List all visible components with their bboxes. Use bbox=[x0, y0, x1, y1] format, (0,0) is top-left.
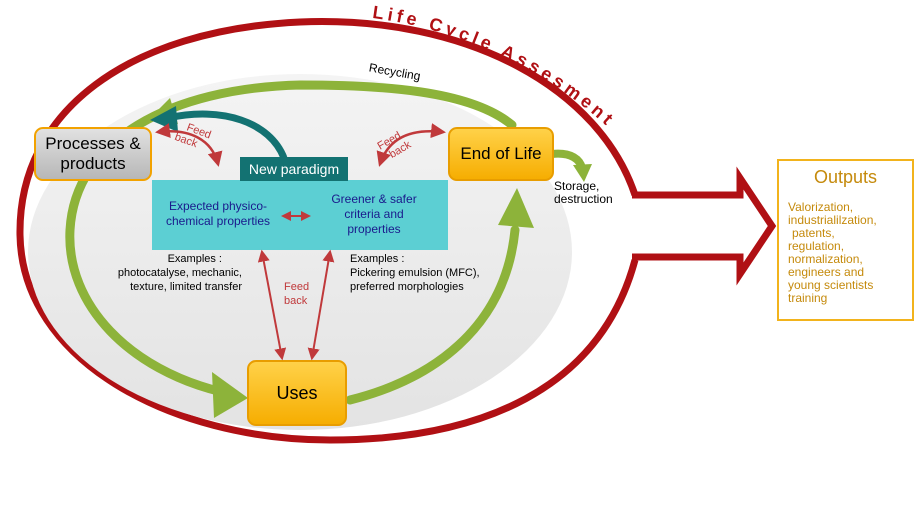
examples-left-line1: photocatalyse, mechanic, bbox=[117, 267, 242, 279]
green-cycle-right bbox=[345, 225, 520, 405]
outputs-item: industrialilzation, bbox=[788, 213, 877, 227]
feedback-arrow-left bbox=[155, 123, 223, 167]
outputs-box: Outputs Valorization, industrialilzation… bbox=[777, 159, 914, 321]
outputs-item: patents, bbox=[792, 226, 835, 240]
outputs-title: Outputs bbox=[813, 167, 878, 187]
outputs-item: Valorization, bbox=[788, 200, 854, 214]
feedback-arrow-down-right bbox=[307, 249, 335, 361]
outputs-item: training bbox=[788, 291, 828, 305]
expected-properties-label: Expected physico-chemical properties bbox=[165, 199, 271, 228]
examples-right-line1: Pickering emulsion (MFC), bbox=[350, 267, 480, 279]
processes-label: Processes & products bbox=[45, 134, 141, 173]
examples-right: Examples : Pickering emulsion (MFC), pre… bbox=[350, 252, 520, 294]
green-arrowhead-endoflife bbox=[498, 188, 534, 228]
uses-label: Uses bbox=[276, 382, 318, 403]
processes-box bbox=[34, 127, 152, 181]
new-paradigm-label: New paradigm bbox=[248, 161, 340, 177]
outputs-item: normalization, bbox=[788, 252, 863, 266]
feedback-center-line2: back bbox=[284, 295, 308, 307]
feedback-arrow-right bbox=[376, 123, 446, 167]
new-paradigm-box bbox=[240, 157, 348, 181]
examples-left-line2: texture, limited transfer bbox=[130, 281, 242, 293]
examples-left: Examples : photocatalyse, mechanic, text… bbox=[92, 252, 242, 294]
greener-criteria-label: Greener & safer criteria and properties bbox=[331, 191, 417, 236]
examples-left-heading: Examples : bbox=[167, 253, 222, 265]
end-of-life-label: End of Life bbox=[460, 144, 542, 163]
new-paradigm-arrow bbox=[167, 110, 288, 160]
feedback-arrow-down-left bbox=[257, 249, 287, 361]
recycling-label: Recycling bbox=[368, 60, 422, 83]
outputs-arrow bbox=[632, 166, 777, 286]
outputs-list: Valorization, industrialilzation, patent… bbox=[788, 201, 913, 305]
uses-box bbox=[247, 360, 347, 426]
feedback-center-line1: Feed bbox=[284, 281, 309, 293]
outputs-item: young scientists bbox=[788, 278, 874, 292]
lca-loop bbox=[16, 18, 639, 444]
green-arrowhead-uses bbox=[212, 372, 248, 418]
outputs-item: engineers and bbox=[788, 265, 865, 279]
outputs-item: regulation, bbox=[788, 239, 845, 253]
examples-right-line2: preferred morphologies bbox=[350, 281, 464, 293]
storage-label: Storage, destruction bbox=[554, 179, 613, 206]
end-of-life-box bbox=[448, 127, 554, 181]
examples-right-heading: Examples : bbox=[350, 253, 405, 265]
